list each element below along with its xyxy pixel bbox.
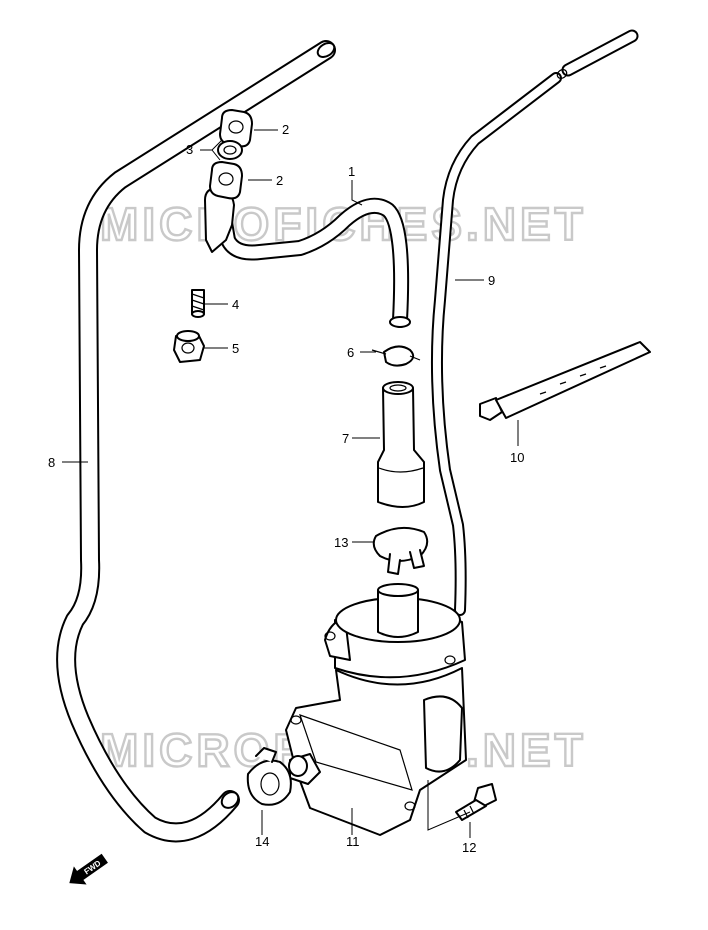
callout-5: 5 bbox=[232, 341, 239, 356]
callout-3: 3 bbox=[186, 142, 193, 157]
hose-8 bbox=[56, 40, 336, 843]
valve-11 bbox=[285, 583, 467, 836]
screw-4 bbox=[191, 289, 205, 318]
leader-lines bbox=[62, 129, 519, 838]
callout-9: 9 bbox=[488, 273, 495, 288]
washer-3 bbox=[217, 140, 243, 160]
clamp-13 bbox=[372, 526, 429, 575]
callout-6: 6 bbox=[347, 345, 354, 360]
callout-2-lower: 2 bbox=[276, 173, 283, 188]
pipe-1 bbox=[204, 187, 411, 328]
callout-12: 12 bbox=[462, 840, 476, 855]
callout-4: 4 bbox=[232, 297, 239, 312]
sleeve-7 bbox=[377, 381, 425, 508]
hose-9 bbox=[430, 29, 639, 616]
clamp-6 bbox=[371, 345, 421, 367]
callout-8: 8 bbox=[48, 455, 55, 470]
callout-2-upper: 2 bbox=[282, 122, 289, 137]
clamp-14 bbox=[246, 747, 292, 806]
callout-7: 7 bbox=[342, 431, 349, 446]
callout-1: 1 bbox=[348, 164, 355, 179]
fwd-arrow-icon: FWD bbox=[69, 853, 108, 885]
callout-14: 14 bbox=[255, 834, 269, 849]
callout-10: 10 bbox=[510, 450, 524, 465]
bolt-12 bbox=[455, 783, 497, 821]
gasket-2b bbox=[209, 161, 243, 200]
callout-13: 13 bbox=[334, 535, 348, 550]
callout-11: 11 bbox=[346, 834, 360, 849]
cable-tie-10 bbox=[479, 341, 651, 421]
nut-5 bbox=[173, 330, 205, 363]
